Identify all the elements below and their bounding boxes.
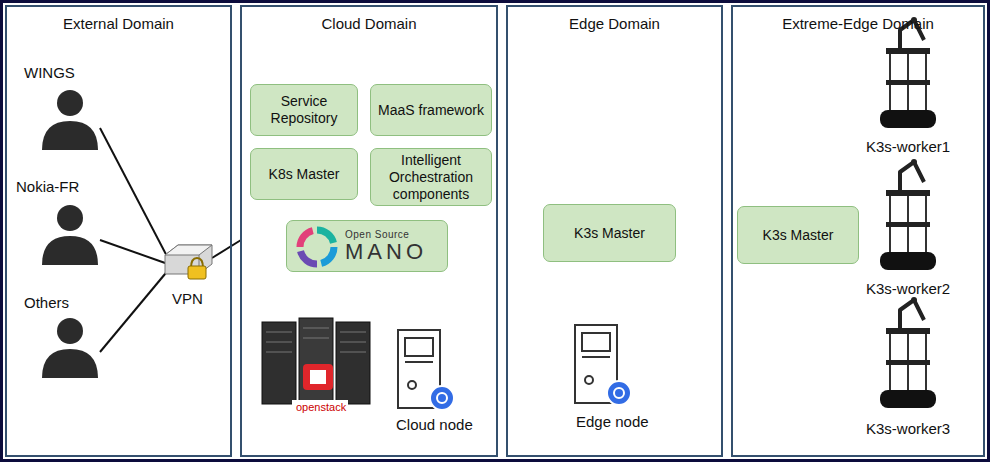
link-line: [100, 240, 168, 264]
icon-label: VPN: [172, 290, 203, 307]
mano-logo: [295, 225, 339, 269]
box-label: Service Repository: [257, 93, 351, 127]
link-line: [100, 268, 170, 352]
box-label: K3s Master: [763, 227, 834, 244]
box-label: Intelligent Orchestration components: [377, 152, 485, 203]
domain-panel: Edge DomainK3s Master: [506, 5, 723, 457]
icon-label: K3s-worker3: [866, 420, 950, 437]
icon-label: Edge node: [576, 413, 649, 430]
domain-title: Extreme-Edge Domain: [733, 7, 983, 32]
robot-icon: [880, 297, 936, 408]
domain-panel: Cloud DomainService Repository MaaS frame…: [240, 5, 498, 457]
person-icon: [42, 90, 98, 150]
person-icon: [42, 205, 98, 265]
domain-title: External Domain: [7, 7, 230, 32]
component-box: K8s Master: [250, 148, 358, 200]
person-icon: [42, 318, 98, 378]
domain-title: Edge Domain: [508, 7, 721, 32]
domain-panel: Extreme-Edge DomainK3s Master: [731, 5, 985, 457]
icon-label: Cloud node: [396, 416, 473, 433]
link-line: [100, 128, 170, 262]
vpn-device: [165, 245, 212, 279]
component-box: Service Repository: [250, 84, 358, 136]
component-box: Open SourceMANO: [286, 220, 448, 272]
component-box: K3s Master: [737, 206, 859, 264]
domain-title: Cloud Domain: [242, 7, 496, 32]
logo-title: MANO: [345, 240, 427, 264]
component-box: MaaS framework: [370, 84, 492, 136]
vpn-links: [100, 128, 241, 352]
openstack-servers: [262, 318, 370, 414]
component-box: K3s Master: [543, 204, 676, 262]
edge-node-icon: [575, 325, 631, 405]
box-label: K3s Master: [574, 225, 645, 242]
icon-label: openstack: [296, 401, 346, 413]
icon-label: WINGS: [24, 64, 75, 81]
icon-label: Nokia-FR: [16, 178, 79, 195]
box-label: K8s Master: [269, 166, 340, 183]
robot-icon: [880, 159, 936, 270]
cloud-node-icon: [398, 330, 454, 410]
icon-label: Others: [24, 294, 69, 311]
icon-label: K3s-worker2: [866, 280, 950, 297]
link-line: [212, 240, 241, 258]
component-box: Intelligent Orchestration components: [370, 148, 492, 206]
icon-label: K3s-worker1: [866, 138, 950, 155]
logo-subtitle: Open Source: [345, 229, 409, 240]
box-label: MaaS framework: [378, 102, 484, 119]
robot-icon: [880, 17, 936, 128]
